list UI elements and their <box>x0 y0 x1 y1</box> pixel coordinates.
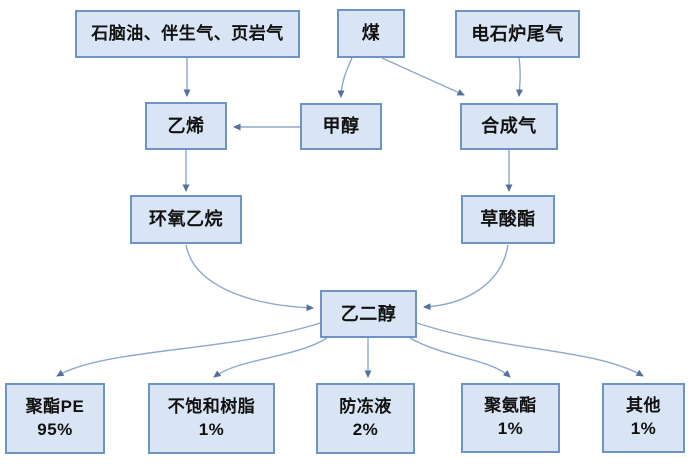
node-antifreeze: 防冻液 2% <box>316 383 415 454</box>
node-unsaturated-resin-share: 1% <box>198 419 225 439</box>
node-coal-label: 煤 <box>361 23 381 44</box>
node-syngas-label: 合成气 <box>481 116 537 137</box>
arrow-oxalate-to-meg <box>423 244 509 311</box>
node-other-share: 1% <box>630 419 657 438</box>
node-polyurethane-share: 1% <box>497 419 524 438</box>
node-feedstock: 石脑油、伴生气、页岩气 <box>75 10 300 58</box>
node-ethylene-oxide-label: 环氧乙烷 <box>149 209 223 230</box>
node-oxalate-ester-label: 草酸酯 <box>480 209 536 230</box>
node-carbide-tail-gas-label: 电石炉尾气 <box>471 23 564 44</box>
node-ethylene-label: 乙烯 <box>167 115 205 136</box>
node-polyurethane-label: 聚氨酯 <box>484 396 537 416</box>
node-carbide-tail-gas: 电石炉尾气 <box>455 10 580 58</box>
arrow-carbide-to-syngas <box>516 57 524 97</box>
arrow-meg-to-unsat-resin <box>213 337 328 378</box>
arrow-eo-to-meg <box>185 244 314 312</box>
node-syngas: 合成气 <box>460 103 558 150</box>
arrow-meg-to-other <box>416 322 644 377</box>
node-methanol: 甲醇 <box>300 103 382 150</box>
arrow-coal-to-methanol <box>337 57 353 98</box>
node-unsaturated-resin-label: 不饱和树脂 <box>167 396 256 416</box>
node-ethylene-oxide: 环氧乙烷 <box>130 195 242 244</box>
arrow-coal-to-syngas <box>381 57 465 96</box>
node-feedstock-label: 石脑油、伴生气、页岩气 <box>91 23 284 43</box>
node-polyester: 聚酯PE 95% <box>5 383 105 454</box>
node-ethylene: 乙烯 <box>145 102 227 150</box>
node-other: 其他 1% <box>602 383 685 453</box>
node-antifreeze-label: 防冻液 <box>339 396 392 416</box>
node-other-label: 其他 <box>626 396 661 416</box>
node-unsaturated-resin: 不饱和树脂 1% <box>148 383 275 454</box>
node-coal: 煤 <box>337 9 405 58</box>
node-oxalate-ester: 草酸酯 <box>461 195 555 244</box>
arrow-meg-to-polyester <box>56 322 321 377</box>
node-methanol-label: 甲醇 <box>322 116 360 137</box>
node-polyester-share: 95% <box>37 419 73 439</box>
node-ethylene-glycol: 乙二醇 <box>320 290 417 338</box>
node-polyester-label: 聚酯PE <box>25 396 85 416</box>
node-antifreeze-share: 2% <box>352 419 379 439</box>
node-ethylene-glycol-label: 乙二醇 <box>340 303 397 324</box>
arrow-meg-to-polyurethane <box>409 337 511 378</box>
node-polyurethane: 聚氨酯 1% <box>461 383 560 453</box>
